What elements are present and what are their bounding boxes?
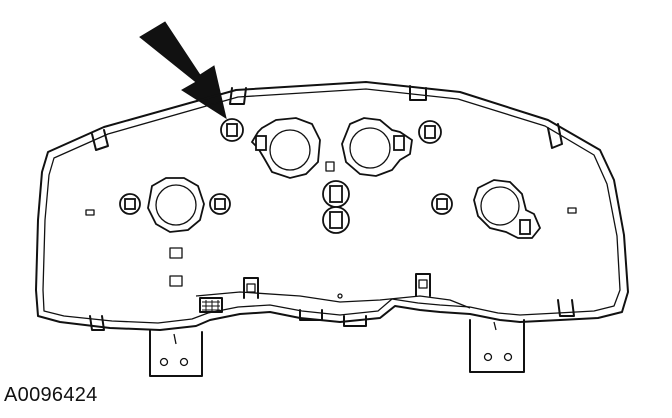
connector-right [415,273,431,297]
hatched-connector [199,297,223,313]
bulb-socket-center-lower [322,206,350,234]
bulb-socket-center-upper [322,180,350,208]
bulb-socket-upper-right [418,120,442,144]
bulb-socket-left-b [209,193,231,215]
arrow-down-right-icon [139,21,227,120]
bulb-socket-right-a [431,193,453,215]
gauge-socket-left [147,177,205,233]
housing-outline [35,81,629,377]
gauge-socket-upper-right [341,117,413,177]
connector-left [243,277,259,299]
gauge-socket-upper-left [250,117,321,179]
center-tab [325,161,335,172]
figure-id-label: A0096424 [4,384,98,406]
cluster-housing-drawing [35,21,629,377]
slots [85,207,577,299]
bulb-socket-indicated [220,118,244,142]
bulb-socket-left-a [119,193,141,215]
gauge-socket-right [473,179,542,239]
